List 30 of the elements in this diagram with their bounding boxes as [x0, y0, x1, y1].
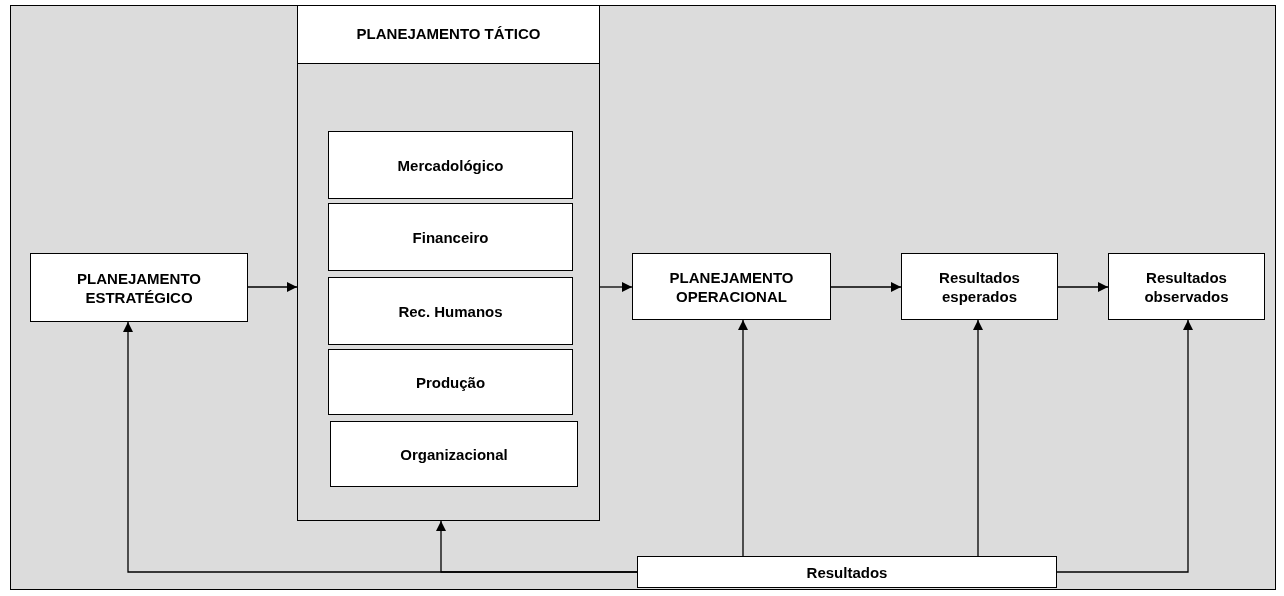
- process-box: [901, 253, 1058, 320]
- process-box: [328, 277, 573, 345]
- arrow: [1056, 319, 1193, 573]
- arrow: [738, 319, 748, 557]
- box-label: Produção: [415, 372, 486, 392]
- process-box: [330, 421, 578, 487]
- process-box: [1108, 253, 1265, 320]
- process-box: [328, 203, 573, 271]
- box-label: PLANEJAMENTO OPERACIONAL: [668, 267, 795, 306]
- box-label: Organizacional: [400, 444, 508, 464]
- arrow: [973, 319, 983, 557]
- arrow: [436, 520, 638, 573]
- process-box: [637, 556, 1057, 588]
- process-box: [328, 349, 573, 415]
- box-label: Resultados observados: [1143, 267, 1230, 306]
- group-box: [297, 5, 600, 521]
- box-label: Resultados: [806, 562, 888, 582]
- arrow: [1057, 282, 1109, 292]
- process-box: [30, 253, 248, 322]
- process-box: [328, 131, 573, 199]
- box-label: Mercadológico: [397, 155, 504, 175]
- process-box: [632, 253, 831, 320]
- arrow: [599, 282, 633, 292]
- box-label: Rec. Humanos: [398, 301, 503, 321]
- group-title: PLANEJAMENTO TÁTICO: [356, 24, 541, 45]
- arrow: [830, 282, 902, 292]
- box-label: Financeiro: [412, 227, 489, 247]
- box-label: PLANEJAMENTO ESTRATÉGICO: [76, 268, 202, 307]
- box-label: Resultados esperados: [938, 267, 1021, 306]
- arrow: [247, 282, 298, 292]
